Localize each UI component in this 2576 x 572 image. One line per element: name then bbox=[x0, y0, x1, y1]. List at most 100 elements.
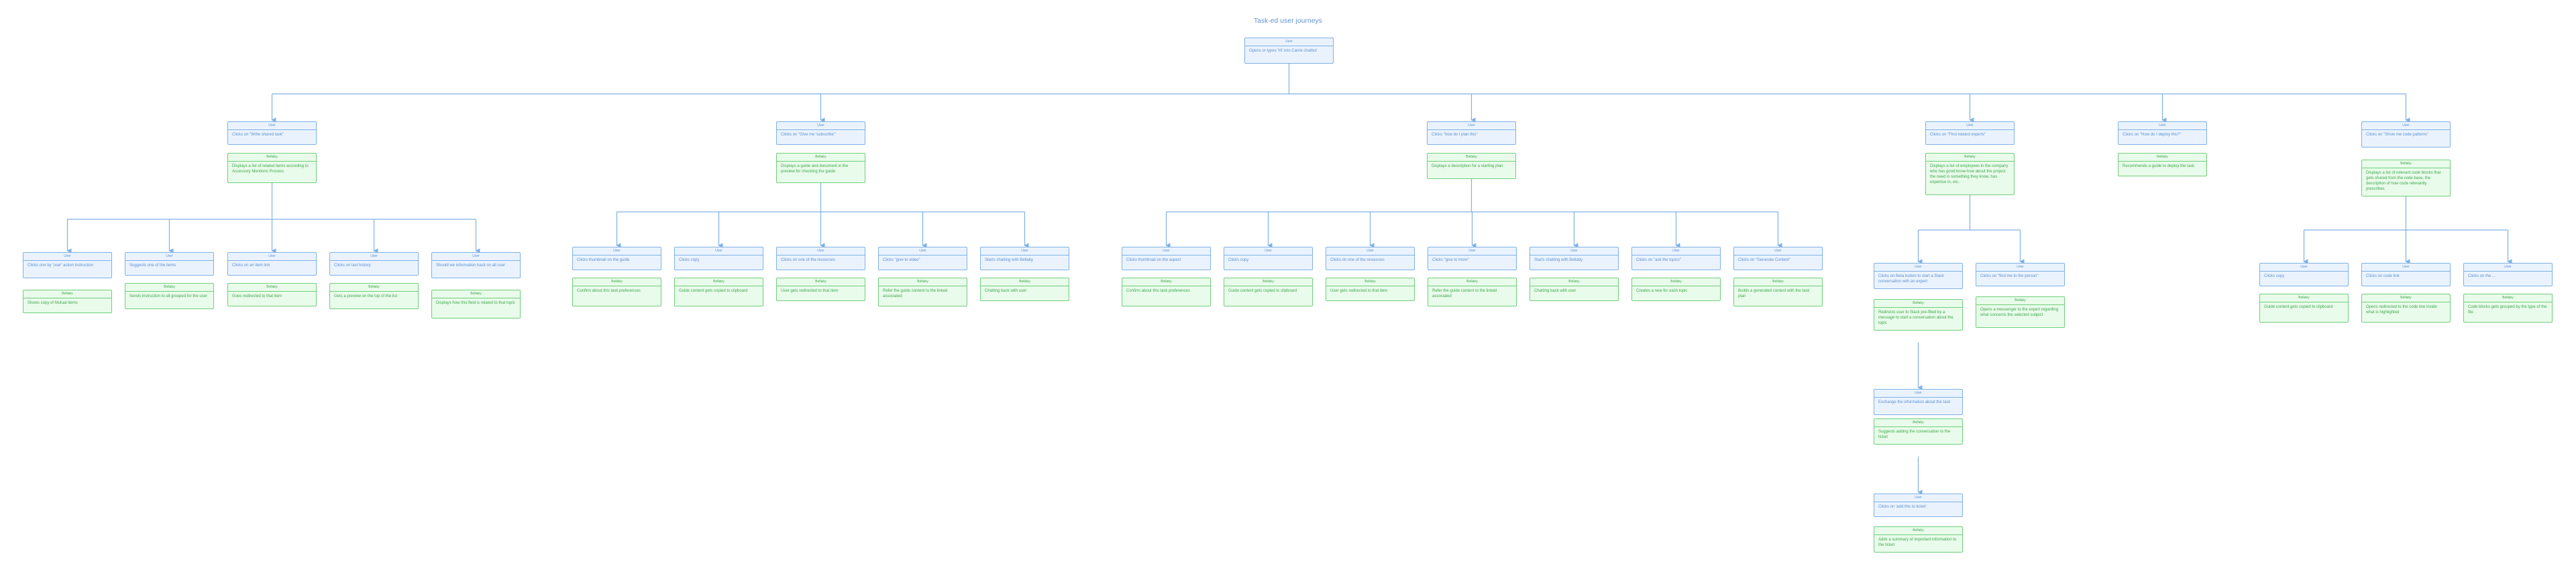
node-header: Bellaby bbox=[1326, 278, 1414, 286]
node-text: Adds a summary of important information … bbox=[1878, 538, 1957, 547]
node-text: Starts chatting with Bellaby bbox=[985, 258, 1034, 262]
node-header: Bellaby bbox=[1734, 278, 1822, 286]
node-text: Guide content gets copied to clipboard bbox=[2264, 305, 2333, 309]
node-text: Clicks on the ... bbox=[2468, 274, 2496, 278]
node-text: Builds a generated content with the task… bbox=[1738, 289, 1810, 298]
node-header: Bellaby bbox=[573, 278, 661, 286]
node-text: Clicks on "Show me code patterns" bbox=[2366, 133, 2429, 137]
node-header: Bellaby bbox=[1926, 154, 2014, 162]
node-text: Recommends a guide to deploy the task bbox=[2123, 164, 2195, 168]
node-header: Bellaby bbox=[2118, 154, 2206, 162]
node-header: Bellaby bbox=[228, 284, 316, 292]
node-header: Bellaby bbox=[1976, 297, 2064, 305]
node-text: Chatting back with user bbox=[985, 289, 1027, 293]
node-text: Confirm about this task preferences bbox=[1126, 289, 1190, 293]
node-header: User bbox=[2464, 264, 2552, 272]
node-header: Bellaby bbox=[1632, 278, 1720, 286]
node-text: Clicks on code link bbox=[2366, 274, 2400, 278]
node-header: User bbox=[125, 253, 213, 261]
node-header: Bellaby bbox=[1428, 278, 1516, 286]
node-text: Opens or types 'Hi' into Carrie chatbot bbox=[1249, 49, 1318, 53]
node-text: Starts chatting with Bellaby bbox=[1534, 258, 1583, 262]
node-text: Displays a list of relevant code blocks … bbox=[2366, 171, 2441, 191]
node-header: User bbox=[2260, 264, 2348, 272]
node-header: User bbox=[573, 247, 661, 255]
node-text: Displays a list of related items accordi… bbox=[232, 164, 309, 174]
node-header: User bbox=[879, 247, 967, 255]
node-header: User bbox=[1874, 494, 1962, 502]
node-header: User bbox=[228, 253, 316, 261]
node-text: Goes redirected to that item bbox=[232, 294, 282, 298]
node-text: Displays a guide and document in the pre… bbox=[781, 164, 849, 174]
node-header: User bbox=[777, 122, 865, 130]
node-text: Should we information back on all user bbox=[436, 264, 506, 268]
node-header: Bellaby bbox=[2362, 294, 2450, 302]
node-header: User bbox=[2362, 264, 2450, 272]
node-text: Suggests one of the items bbox=[129, 264, 176, 268]
node-text: Sends instruction to all grouped for the… bbox=[129, 294, 208, 298]
node-header: Bellaby bbox=[228, 154, 316, 162]
node-header: Bellaby bbox=[1874, 527, 1962, 535]
node-text: Displays a list of employees in the comp… bbox=[1930, 164, 2008, 184]
node-header: User bbox=[1874, 264, 1962, 272]
node-text: Refer the guide content to the linked as… bbox=[1432, 289, 1497, 298]
node-header: Bellaby bbox=[125, 284, 213, 292]
node-text: Clicks on "Write shared task" bbox=[232, 133, 284, 137]
node-text: Redirects user to Slack pre-filled by a … bbox=[1878, 310, 1953, 325]
node-text: Clicks on "Give me 'subscribe'" bbox=[781, 133, 837, 137]
node-text: Guide content gets copied to clipboard bbox=[1228, 289, 1297, 293]
node-text: Clicks thumbnail on the guide bbox=[577, 258, 630, 262]
node-text: Clicks copy bbox=[2264, 274, 2285, 278]
node-text: Clicks on "Find related experts" bbox=[1930, 133, 1986, 137]
node-text: Clicks on one of the resources bbox=[1330, 258, 1385, 262]
node-text: Clicks on "Generate Content" bbox=[1738, 258, 1790, 262]
node-text: Clicks on "How do I deploy this?" bbox=[2123, 133, 2182, 137]
node-header: User bbox=[1874, 390, 1962, 398]
node-text: User gets redirected to that item bbox=[781, 289, 839, 293]
node-header: User bbox=[1632, 247, 1720, 255]
diagram-title: Task-ed user journeys bbox=[1253, 17, 1323, 25]
node-header: Bellaby bbox=[23, 290, 111, 298]
node-text: Opens a messenger to the expert regardin… bbox=[1980, 308, 2059, 317]
node-text: Suggests adding the conversation to the … bbox=[1878, 430, 1951, 439]
node-header: User bbox=[330, 253, 418, 261]
node-text: Clicks "give to more" bbox=[1432, 258, 1469, 262]
node-text: Clicks on last history bbox=[334, 264, 371, 268]
node-header: User bbox=[1530, 247, 1618, 255]
